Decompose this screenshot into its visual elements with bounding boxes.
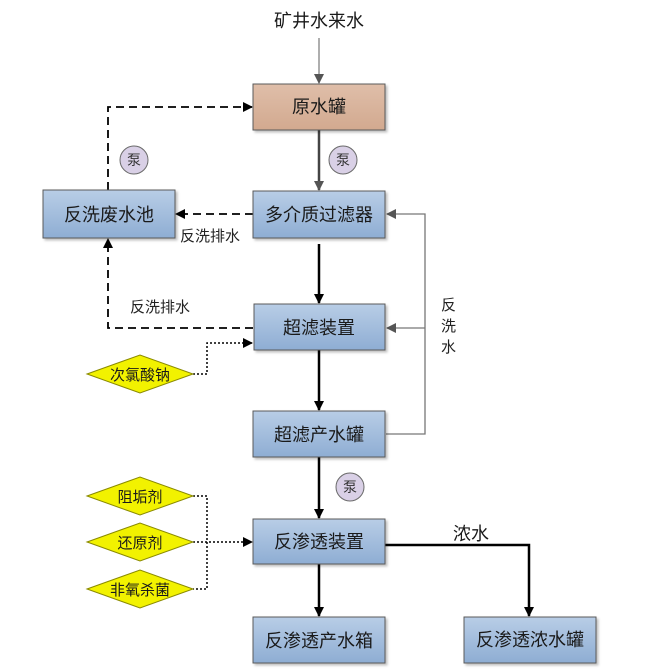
- ro-concentrate-tank-label: 反渗透浓水罐: [476, 630, 584, 651]
- pump-icon: 泵: [336, 153, 350, 169]
- source-label: 矿井水来水: [274, 11, 364, 32]
- node-multimedia-filter: 多介质过滤器: [252, 190, 386, 239]
- raw-tank-label: 原水罐: [292, 97, 346, 118]
- node-ro-product-tank: 反渗透产水箱: [252, 616, 386, 664]
- flow-uf-backwash-drain: [103, 238, 253, 329]
- chem-non-oxidizing-biocide: 非氧杀菌: [85, 569, 195, 609]
- ro-device-label: 反渗透装置: [274, 532, 364, 553]
- node-ro-device: 反渗透装置: [252, 518, 386, 565]
- flow-pool-to-raw-tank: [107, 102, 253, 190]
- node-uf-product-tank: 超滤产水罐: [252, 410, 386, 458]
- flow-hypochlorite-dosing: [193, 338, 253, 375]
- node-ro-concentrate-tank: 反渗透浓水罐: [463, 616, 597, 664]
- flow-backwash-water: [386, 209, 426, 435]
- non-oxidizing-biocide-label: 非氧杀菌: [110, 581, 170, 599]
- backwash-drain-label-2: 反洗排水: [130, 298, 190, 316]
- reducing-agent-label: 还原剂: [117, 534, 162, 552]
- backwash-water-label-3: 水: [441, 338, 456, 356]
- pump-uf-product: 泵: [335, 472, 365, 502]
- pump-icon: 泵: [343, 480, 357, 496]
- uf-product-tank-label: 超滤产水罐: [274, 425, 364, 446]
- concentrate-label: 浓水: [453, 524, 489, 545]
- node-uf-device: 超滤装置: [253, 303, 386, 351]
- uf-device-label: 超滤装置: [283, 318, 355, 339]
- pump-raw-tank: 泵: [328, 145, 358, 175]
- backwash-water-label-1: 反: [441, 296, 456, 314]
- backwash-pool-label: 反洗废水池: [64, 205, 154, 226]
- pump-icon: 泵: [127, 153, 141, 169]
- chem-sodium-hypochlorite: 次氯酸钠: [85, 354, 195, 394]
- pump-backwash-pool: 泵: [119, 145, 149, 175]
- node-raw-tank: 原水罐: [252, 83, 386, 131]
- flow-ro-concentrate: [385, 543, 534, 617]
- chem-antiscalant: 阻垢剂: [85, 476, 195, 516]
- flow-antiscalant-dosing: [193, 495, 208, 590]
- chem-reducing-agent: 还原剂: [85, 522, 195, 562]
- multimedia-filter-label: 多介质过滤器: [265, 205, 373, 226]
- sodium-hypochlorite-label: 次氯酸钠: [110, 366, 170, 384]
- backwash-water-label-2: 洗: [441, 317, 456, 335]
- ro-product-tank-label: 反渗透产水箱: [265, 631, 373, 652]
- node-backwash-pool: 反洗废水池: [42, 189, 176, 239]
- antiscalant-label: 阻垢剂: [117, 488, 162, 506]
- backwash-drain-label-1: 反洗排水: [180, 227, 240, 245]
